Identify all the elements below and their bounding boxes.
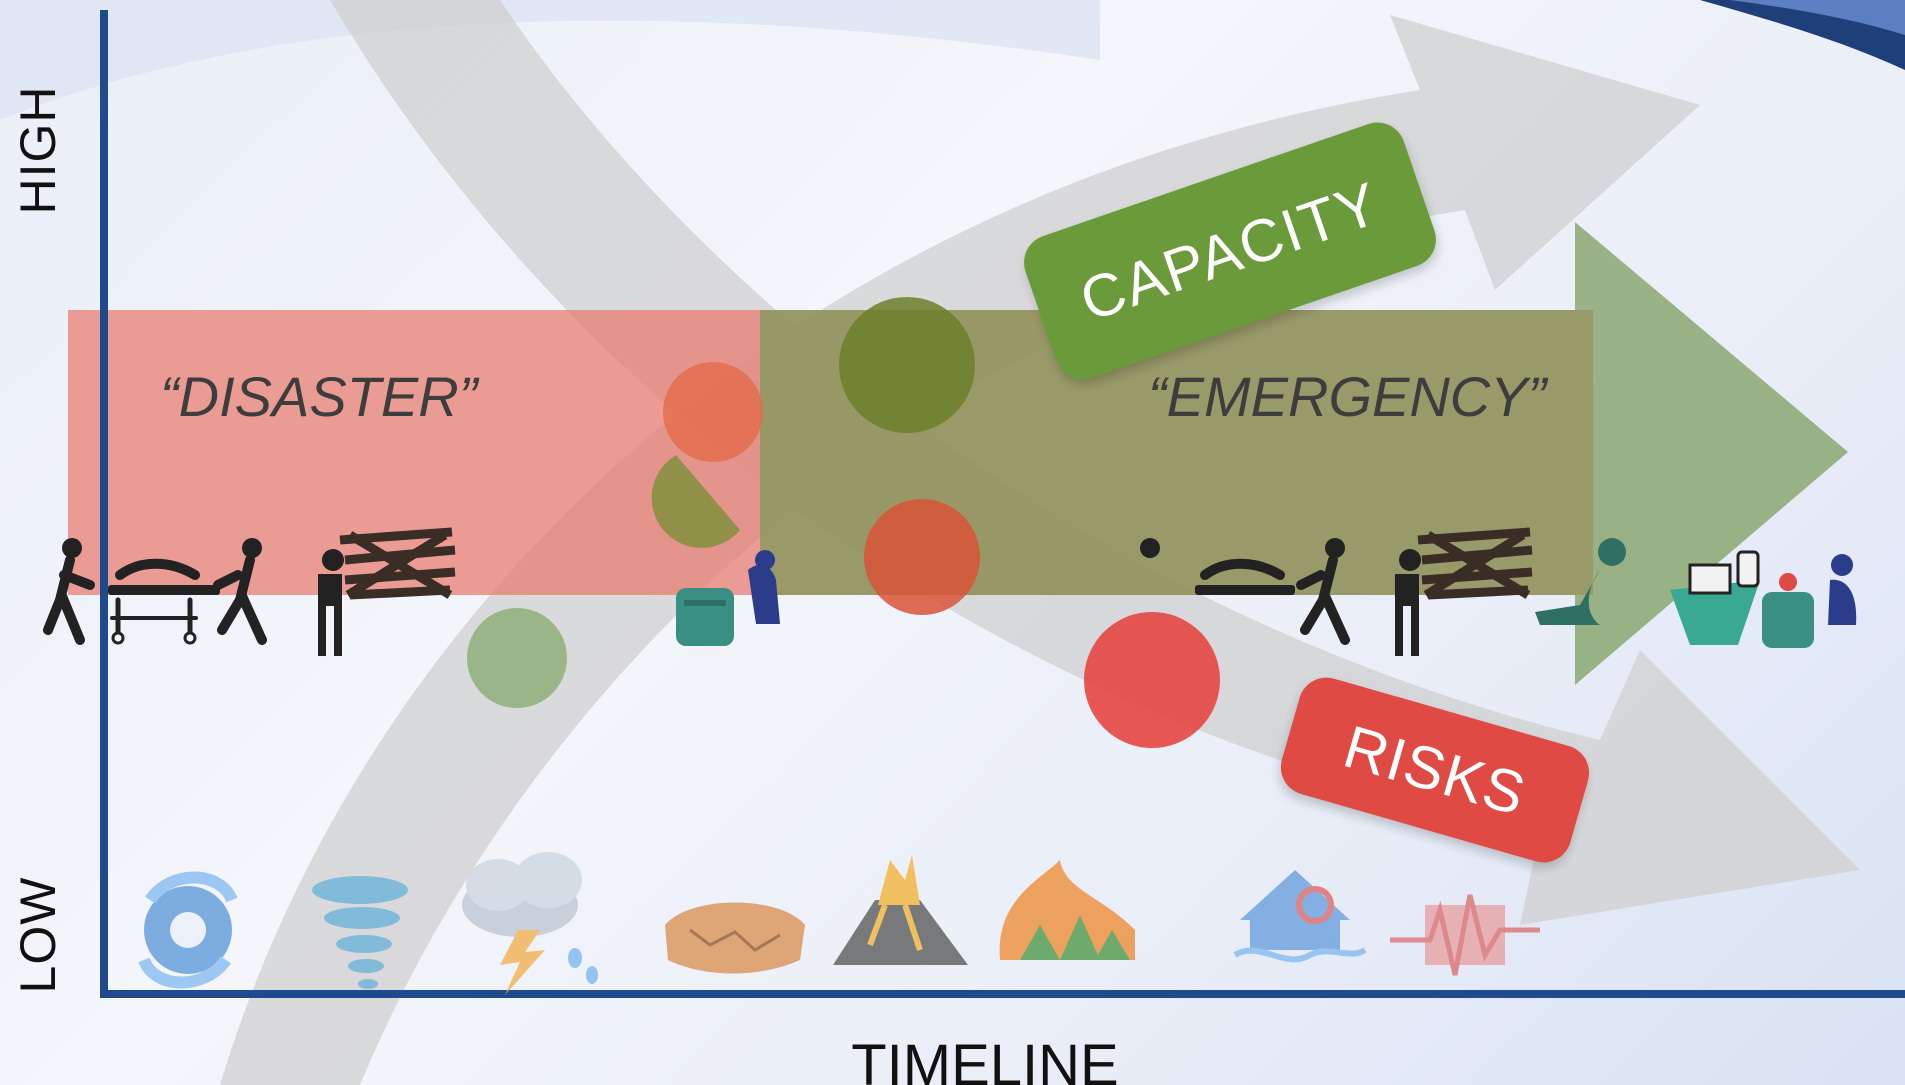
risks-curve — [330, 0, 1860, 925]
volcano-icon — [833, 855, 968, 965]
y-axis-high-label: HIGH — [10, 85, 66, 215]
stretcher-rescue-icon — [1140, 538, 1350, 645]
collapsed-building-icon — [1395, 527, 1533, 656]
tornado-icon — [312, 876, 408, 989]
capacity-circle-high — [839, 297, 975, 433]
hurricane-icon — [138, 871, 238, 989]
x-axis-label: TIMELINE — [851, 1033, 1119, 1085]
wildfire-icon — [999, 860, 1135, 960]
thunderstorm-icon — [462, 852, 598, 995]
background-swoosh — [0, 0, 1100, 120]
first-aid-icon — [1535, 538, 1857, 648]
collapsed-building-icon — [318, 527, 456, 656]
stretcher-rescue-icon — [43, 538, 267, 645]
corner-swoosh-highlight — [1730, 0, 1905, 35]
risk-circle-middle — [864, 499, 980, 615]
disaster-label: “DISASTER” — [160, 365, 478, 428]
capacity-curve — [220, 15, 1700, 1085]
capacity-half-circle — [651, 455, 740, 548]
aid-kit-icon — [676, 550, 780, 646]
flood-icon — [1233, 870, 1367, 963]
drought-icon — [665, 902, 805, 974]
emergency-arrow — [760, 222, 1848, 685]
capacity-circle-low — [467, 608, 567, 708]
risk-circle-high — [1084, 612, 1220, 748]
risks-label: RISKS — [1336, 712, 1534, 828]
y-axis-low-label: LOW — [10, 876, 66, 994]
earthquake-icon — [1390, 894, 1540, 976]
risk-circle-upper — [663, 362, 763, 462]
emergency-label: “EMERGENCY” — [1148, 365, 1547, 428]
